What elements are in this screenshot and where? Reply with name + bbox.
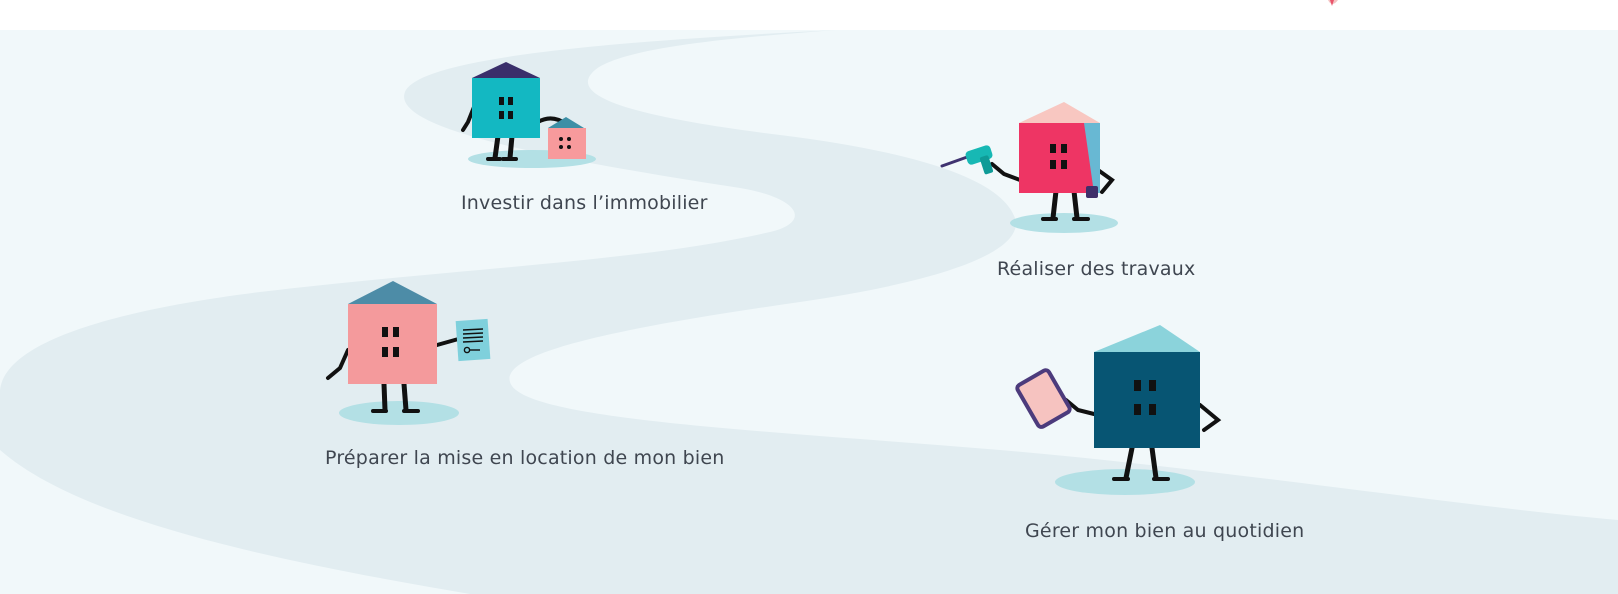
house-with-smartphone-icon bbox=[1015, 325, 1222, 495]
step-prepare-rental-label: Préparer la mise en location de mon bien bbox=[325, 447, 725, 469]
header-logo-fragment-icon bbox=[1328, 0, 1338, 6]
step-invest[interactable]: Investir dans l’immobilier bbox=[454, 190, 724, 220]
step-manage-daily-label: Gérer mon bien au quotidien bbox=[1025, 520, 1305, 542]
step-manage-daily[interactable]: Gérer mon bien au quotidien bbox=[1018, 518, 1318, 548]
winding-road bbox=[0, 30, 1618, 594]
step-prepare-rental[interactable]: Préparer la mise en location de mon bien bbox=[318, 445, 748, 475]
house-with-small-house-icon bbox=[461, 62, 596, 168]
house-with-lease-document-icon bbox=[326, 281, 491, 425]
step-invest-label: Investir dans l’immobilier bbox=[461, 192, 708, 214]
step-renovate-label: Réaliser des travaux bbox=[997, 258, 1196, 280]
step-renovate[interactable]: Réaliser des travaux bbox=[990, 256, 1220, 286]
house-with-drill-icon bbox=[940, 102, 1118, 233]
